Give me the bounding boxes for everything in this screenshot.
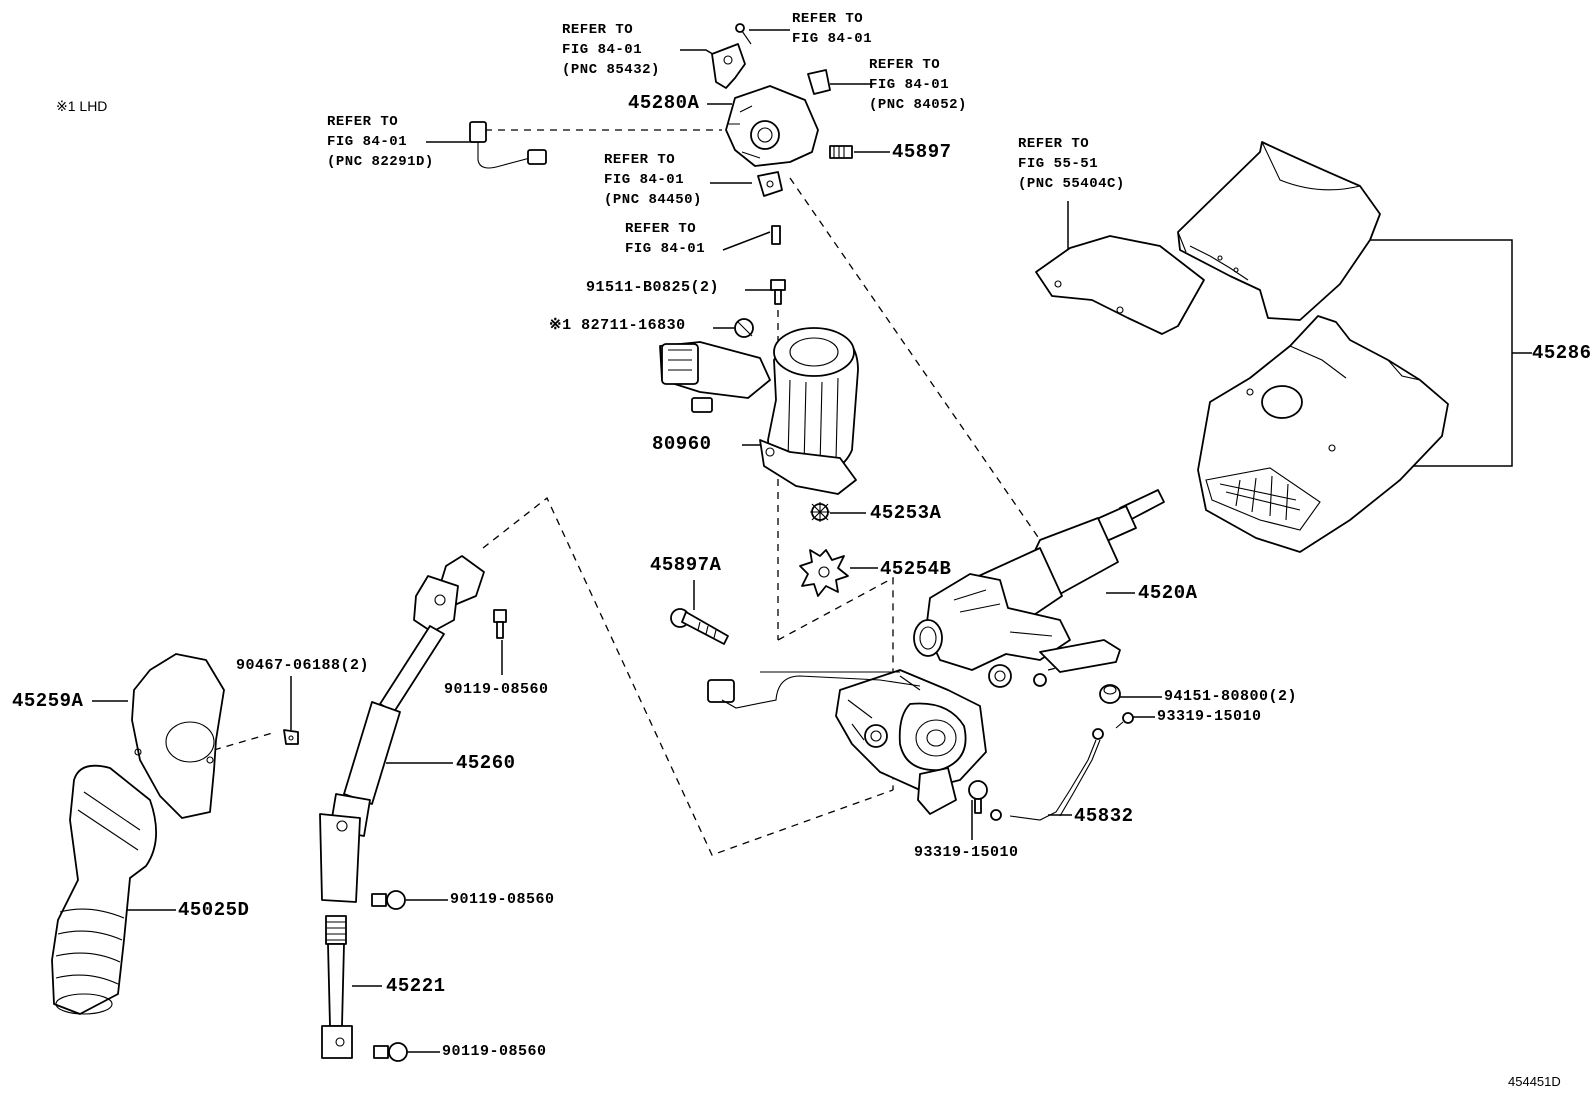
intermediate-shaft-45260 [319, 555, 485, 903]
harness-82291d [469, 121, 547, 169]
diagram-id: 454451D [1508, 1074, 1561, 1089]
upper-cover-45286 [1177, 141, 1381, 321]
screw-top [735, 23, 752, 45]
label-93319-b: 93319-15010 [914, 844, 1019, 861]
sensor-part-85432 [711, 43, 746, 89]
label-82711: ※1 82711-16830 [549, 317, 686, 334]
motor-80960 [659, 327, 859, 495]
lhd-note: ※1 LHD [56, 98, 108, 114]
label-80960: 80960 [652, 433, 712, 455]
label-45254b: 45254B [880, 558, 952, 580]
clip-90467 [283, 729, 299, 745]
bolt-90119-c [373, 1042, 408, 1062]
label-45221: 45221 [386, 975, 446, 997]
clip-82711 [734, 318, 754, 338]
label-45025d: 45025D [178, 899, 250, 921]
nut-94151 [1099, 684, 1121, 704]
label-45280a: 45280A [628, 92, 700, 114]
label-90119-c: 90119-08560 [442, 1043, 547, 1060]
label-ref-85432: REFER TO FIG 84-01 (PNC 85432) [562, 22, 660, 78]
gear-45253a [810, 502, 830, 522]
label-93319-a: 93319-15010 [1157, 708, 1262, 725]
label-91511: 91511-B0825(2) [586, 279, 720, 296]
cover-45259a [131, 653, 225, 819]
label-45253a: 45253A [870, 502, 942, 524]
screw-45897 [829, 145, 853, 159]
label-45832: 45832 [1074, 805, 1134, 827]
label-ref-84450: REFER TO FIG 84-01 (PNC 84450) [604, 152, 702, 208]
screw-mid [771, 225, 781, 245]
label-45286: 45286 [1532, 342, 1592, 364]
label-45897a: 45897A [650, 554, 722, 576]
boot-45025d [51, 764, 158, 1015]
bolt-93319-a [1115, 712, 1134, 729]
label-ref-84052: REFER TO FIG 84-01 (PNC 84052) [869, 57, 967, 113]
bolt-90119-b [371, 890, 406, 910]
label-45897: 45897 [892, 141, 952, 163]
lower-cover-45286 [1197, 315, 1449, 553]
bolt-45897a [670, 608, 729, 645]
cover-55404c [1035, 235, 1205, 335]
clip-84450 [757, 171, 783, 197]
bolt-90119-a [493, 609, 507, 639]
label-90119-b: 90119-08560 [450, 891, 555, 908]
spiral-cable-45280a [725, 85, 819, 167]
label-94151: 94151-80800(2) [1164, 688, 1298, 705]
column-harness [707, 671, 921, 709]
bolt-91511 [770, 279, 786, 305]
label-ref-mid: REFER TO FIG 84-01 [625, 221, 706, 257]
label-90467: 90467-06188(2) [236, 657, 370, 674]
steering-column-4520a [835, 489, 1165, 815]
label-ref-top: REFER TO FIG 84-01 [792, 11, 873, 47]
label-90119-a: 90119-08560 [444, 681, 549, 698]
label-ref-82291d: REFER TO FIG 84-01 (PNC 82291D) [327, 114, 434, 170]
label-4520a: 4520A [1138, 582, 1198, 604]
label-45259a: 45259A [12, 690, 84, 712]
bolt-93319-b [968, 780, 988, 814]
strap-45832 [990, 728, 1104, 821]
label-45260: 45260 [456, 752, 516, 774]
damper-45254b [799, 549, 849, 597]
clip-84052 [807, 69, 831, 95]
shaft-45221 [321, 915, 353, 1059]
label-ref-55404c: REFER TO FIG 55-51 (PNC 55404C) [1018, 136, 1125, 192]
